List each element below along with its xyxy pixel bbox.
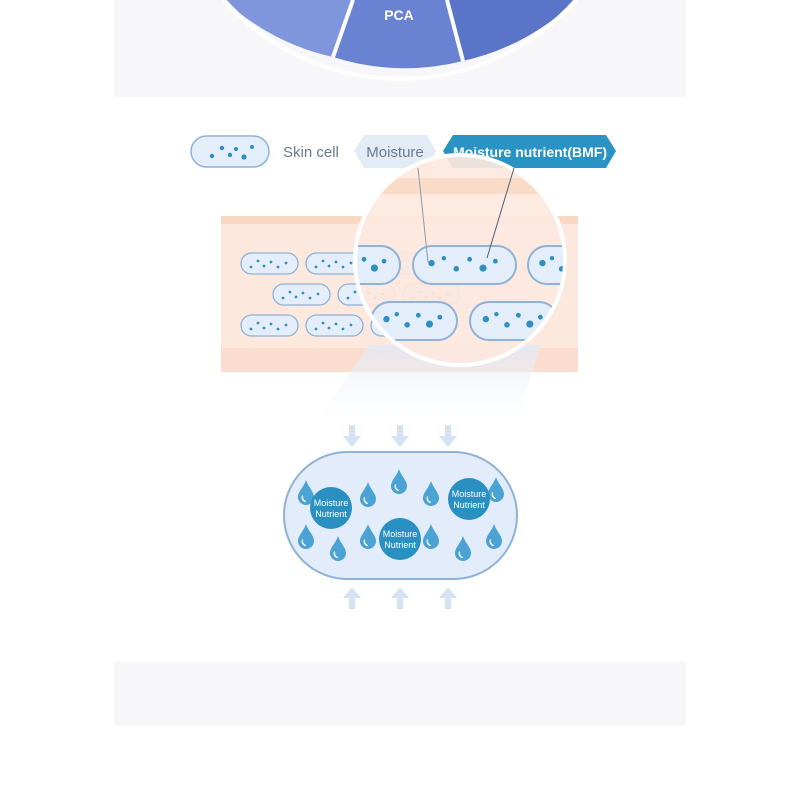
nutrient-circle: Moisture Nutrient (448, 478, 490, 520)
legend-skin-cell-label: Skin cell (283, 144, 339, 161)
magnify-beam (310, 345, 540, 430)
magnified-skin-cell (527, 245, 565, 285)
legend-bmf-label: Moisture nutrient(BMF) (453, 144, 607, 160)
skin-cell (272, 283, 331, 306)
arrows-up (343, 587, 457, 609)
arrow-down-icon (343, 425, 361, 447)
nutrient-label-2b: Nutrient (453, 500, 485, 510)
wheel-segment-left (224, 0, 353, 57)
nutrient-label-1b: Nutrient (315, 509, 347, 519)
nutrient-circle: Moisture Nutrient (310, 487, 352, 529)
magnified-skin-cell (412, 245, 517, 285)
pca-label: PCA (384, 7, 414, 23)
wheel-segment-right (447, 0, 576, 61)
nutrient-label-2a: Moisture (452, 489, 487, 499)
bmf-pointer (486, 167, 515, 259)
cell-detail: Moisture Nutrient Moisture Nutrient Mois… (283, 451, 518, 580)
wheel-segment-center (333, 0, 463, 69)
arrow-up-icon (343, 587, 361, 609)
arrow-up-icon (439, 587, 457, 609)
skin-cell (240, 314, 299, 337)
legend: Skin cell Moisture Moisture nutrient(BMF… (190, 135, 616, 168)
arrows-down (343, 425, 457, 447)
arrow-up-icon (391, 587, 409, 609)
pca-wheel: PCA (222, 0, 578, 81)
arrow-down-icon (391, 425, 409, 447)
skin-cell (240, 252, 299, 275)
legend-skin-cell-icon (190, 135, 270, 168)
bottom-panel (114, 662, 686, 726)
nutrient-label-3a: Moisture (383, 529, 418, 539)
legend-moisture-label: Moisture (366, 144, 424, 161)
nutrient-label-1a: Moisture (314, 498, 349, 508)
legend-moisture-tag (354, 135, 436, 168)
skin-cell (305, 314, 364, 337)
moisture-pointer (417, 167, 429, 263)
magnifier-lens (353, 153, 567, 367)
arrow-down-icon (439, 425, 457, 447)
nutrient-circle: Moisture Nutrient (379, 518, 421, 560)
nutrient-label-3b: Nutrient (384, 540, 416, 550)
